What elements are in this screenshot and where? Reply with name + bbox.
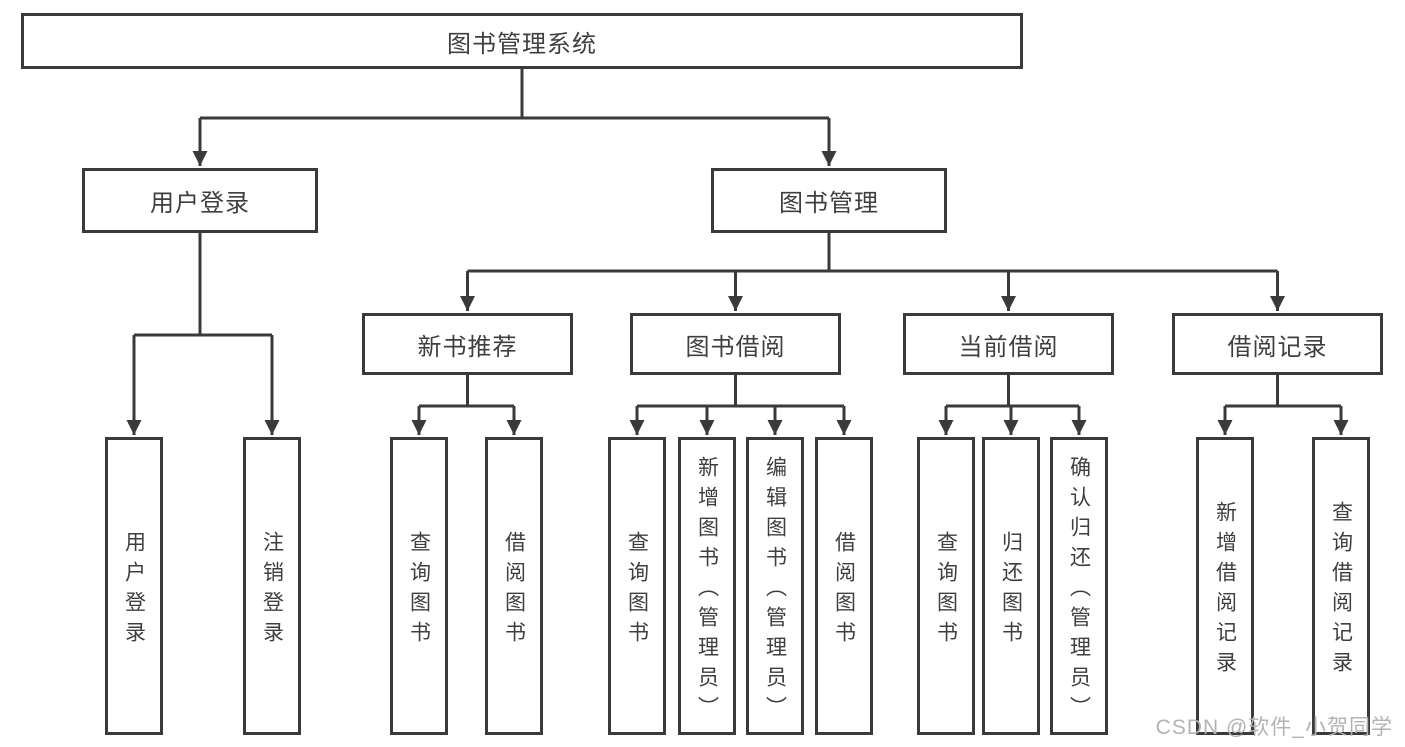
node-label: 确认归还（管理员） [1067, 455, 1091, 726]
node-label: 用户登录 [150, 190, 250, 217]
node-book-management: 图书管理 [711, 168, 947, 233]
leaf-return-book: 归还图书 [982, 437, 1040, 735]
leaf-query-borrow-record: 查询借阅记录 [1312, 437, 1370, 735]
node-book-borrowing: 图书借阅 [630, 313, 841, 375]
node-label: 新书推荐 [417, 333, 518, 361]
node-label: 当前借阅 [958, 333, 1059, 361]
leaf-user-login: 用户登录 [105, 437, 163, 735]
node-label: 查询图书 [934, 530, 958, 651]
leaf-borrow-books: 借阅图书 [815, 437, 873, 735]
leaf-query-books-current: 查询图书 [917, 437, 975, 735]
node-label: 查询图书 [625, 530, 649, 651]
leaf-confirm-return-admin: 确认归还（管理员） [1050, 437, 1108, 735]
node-label: 图书管理系统 [447, 30, 597, 58]
node-new-book-recommend: 新书推荐 [362, 313, 573, 375]
leaf-add-book-admin: 新增图书（管理员） [678, 437, 736, 735]
node-label: 用户登录 [122, 530, 146, 651]
leaf-query-books-borrow: 查询图书 [608, 437, 666, 735]
leaf-query-books-recommend: 查询图书 [390, 437, 448, 735]
leaf-borrow-books-recommend: 借阅图书 [485, 437, 543, 735]
node-root-system: 图书管理系统 [21, 13, 1023, 69]
node-label: 图书借阅 [685, 333, 786, 361]
node-label: 注销登录 [260, 530, 284, 651]
node-label: 图书管理 [779, 190, 879, 217]
node-label: 借阅图书 [832, 530, 856, 651]
node-label: 借阅记录 [1227, 333, 1328, 361]
node-label: 归还图书 [999, 530, 1023, 651]
node-current-borrowing: 当前借阅 [903, 313, 1114, 375]
node-label: 查询借阅记录 [1329, 500, 1353, 681]
leaf-edit-book-admin: 编辑图书（管理员） [746, 437, 804, 735]
leaf-add-borrow-record: 新增借阅记录 [1196, 437, 1254, 735]
node-borrowing-records: 借阅记录 [1172, 313, 1383, 375]
node-label: 查询图书 [407, 530, 431, 651]
leaf-logout: 注销登录 [243, 437, 301, 735]
node-label: 新增借阅记录 [1213, 500, 1237, 681]
node-user-login-branch: 用户登录 [82, 168, 318, 233]
watermark-text: CSDN @软件_小贺同学 [1155, 716, 1393, 739]
node-label: 新增图书（管理员） [695, 455, 719, 726]
node-label: 借阅图书 [502, 530, 526, 651]
node-label: 编辑图书（管理员） [763, 455, 787, 726]
